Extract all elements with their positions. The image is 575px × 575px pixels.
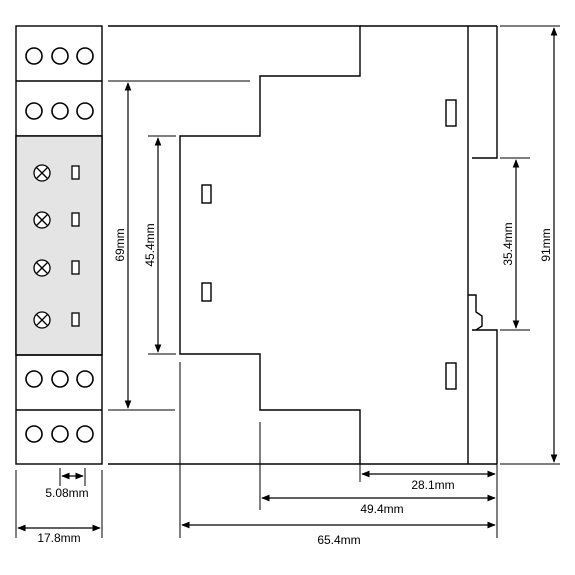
terminal-block-3 (25, 370, 94, 388)
dim-depth-mid: 49.4mm (360, 502, 403, 516)
dim-rail-height: 35.4mm (501, 222, 515, 265)
potentiometer-icon (33, 164, 51, 329)
side-view (15, 25, 560, 538)
dim-front-width: 17.8mm (37, 531, 80, 545)
front-view (15, 25, 103, 465)
terminal-block-2 (25, 102, 94, 120)
side-slot (445, 362, 457, 390)
dim-depth-total: 65.4mm (317, 533, 360, 547)
dim-height-inner: 45.4mm (143, 223, 157, 266)
dim-total-height: 91mm (539, 228, 553, 261)
side-slot (445, 99, 457, 127)
dimension-lines (17, 27, 558, 532)
led-indicator-icon (71, 165, 80, 327)
terminal-block-4 (25, 425, 94, 443)
side-slot (201, 282, 212, 302)
front-panel (15, 135, 103, 356)
dim-height-mid: 69mm (113, 228, 127, 261)
dim-terminal-pitch: 5.08mm (45, 486, 88, 500)
dim-depth-rear: 28.1mm (411, 478, 454, 492)
side-slot (201, 184, 212, 204)
terminal-block-1 (25, 47, 94, 65)
